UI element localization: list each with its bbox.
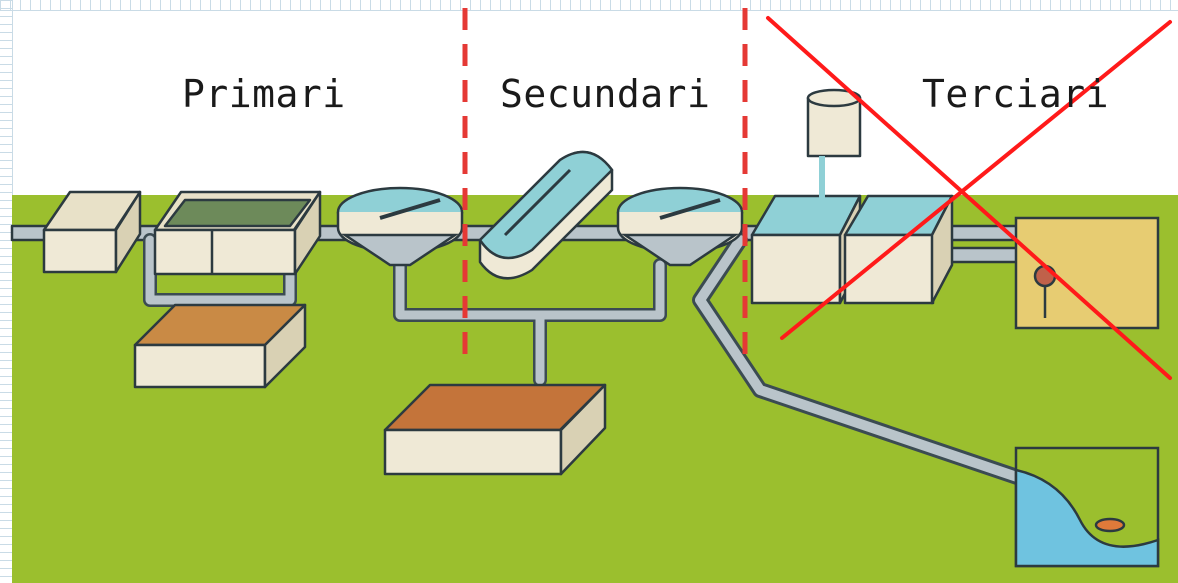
irrigation-panel — [1014, 216, 1160, 330]
stage-label-tertiary: Terciari — [922, 72, 1110, 116]
stage-label-primary: Primari — [182, 72, 346, 116]
paper-top-rule — [0, 0, 1178, 11]
tertiary-tanks — [750, 88, 954, 305]
river-panel — [1014, 446, 1160, 568]
stage-label-secondary: Secundari — [500, 72, 711, 116]
aeration-basin — [478, 150, 614, 280]
primary-clarifier — [336, 186, 464, 267]
secondary-sludge-tray — [383, 383, 607, 476]
screening-tanks — [42, 190, 322, 276]
tertiary-cross-out — [766, 16, 1172, 380]
secondary-clarifier — [616, 186, 744, 267]
primary-sludge-tray — [133, 303, 307, 389]
